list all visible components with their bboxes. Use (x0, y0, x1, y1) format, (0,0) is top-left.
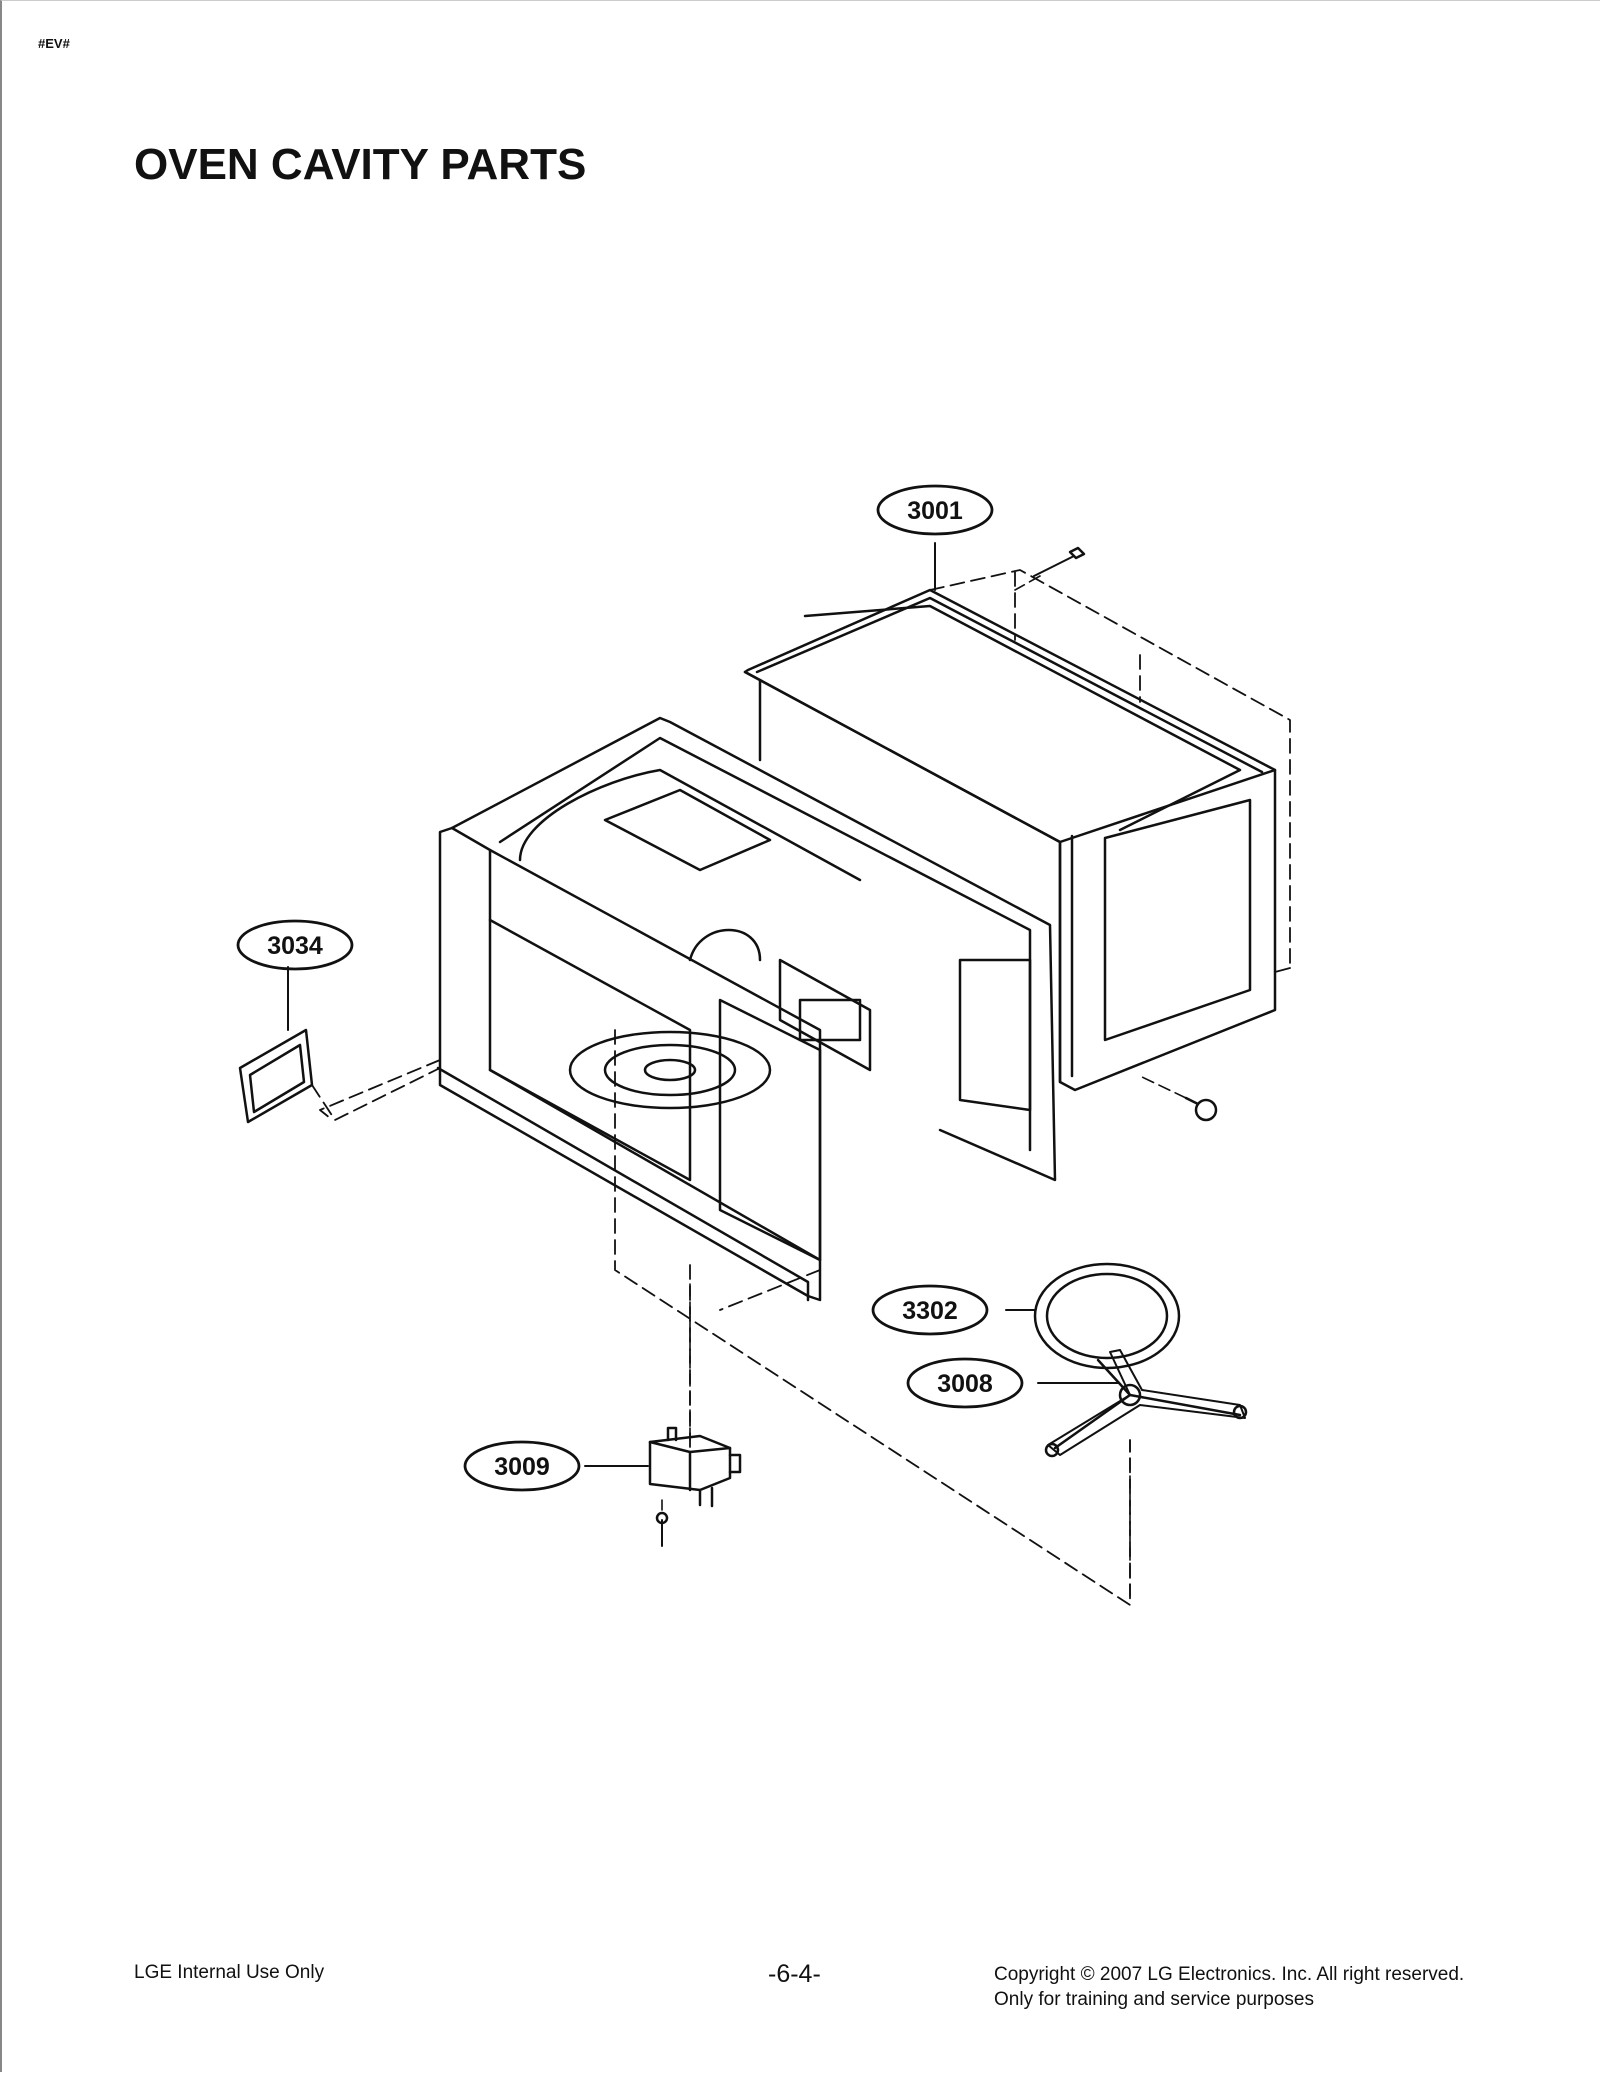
callout-3009-oval (463, 1440, 581, 1492)
page-number: -6-4- (768, 1960, 821, 1988)
footer-internal-use: LGE Internal Use Only (134, 1962, 325, 1983)
outer-case-drawing (743, 588, 1277, 1092)
callout-3008-oval (906, 1357, 1024, 1409)
cover-plate-drawing (238, 1028, 314, 1124)
callout-3001-label: 3001 (907, 497, 963, 525)
page-title: OVEN CAVITY PARTS (134, 140, 587, 189)
callout-3009-label: 3009 (494, 1453, 550, 1481)
glass-tray-drawing (1033, 1262, 1181, 1370)
cavity-dash-lines (319, 1029, 1131, 1606)
callout-3008-label: 3008 (937, 1370, 993, 1398)
callout-3001-oval (876, 484, 994, 536)
callout-3034-label: 3034 (267, 932, 323, 960)
oven-cavity-drawing (436, 716, 1057, 1302)
screw-bottom (1139, 1075, 1218, 1122)
screw-top (1033, 546, 1086, 577)
callout-3302-label: 3302 (902, 1297, 958, 1325)
callout-3302-oval (871, 1284, 989, 1336)
training-note: Only for training and service purposes (994, 1989, 1314, 2010)
motor-screw (655, 1511, 669, 1547)
footer-copyright-block: Copyright © 2007 LG Electronics. Inc. Al… (994, 1962, 1464, 2012)
corner-tag: #EV# (38, 36, 70, 51)
turntable-motor-drawing (648, 1426, 742, 1508)
case-dash-lines (929, 569, 1291, 973)
copyright-text: Copyright © 2007 LG Electronics. Inc. Al… (994, 1964, 1465, 1985)
callout-3034-oval (236, 919, 354, 971)
roller-ring-drawing (1044, 1349, 1248, 1458)
